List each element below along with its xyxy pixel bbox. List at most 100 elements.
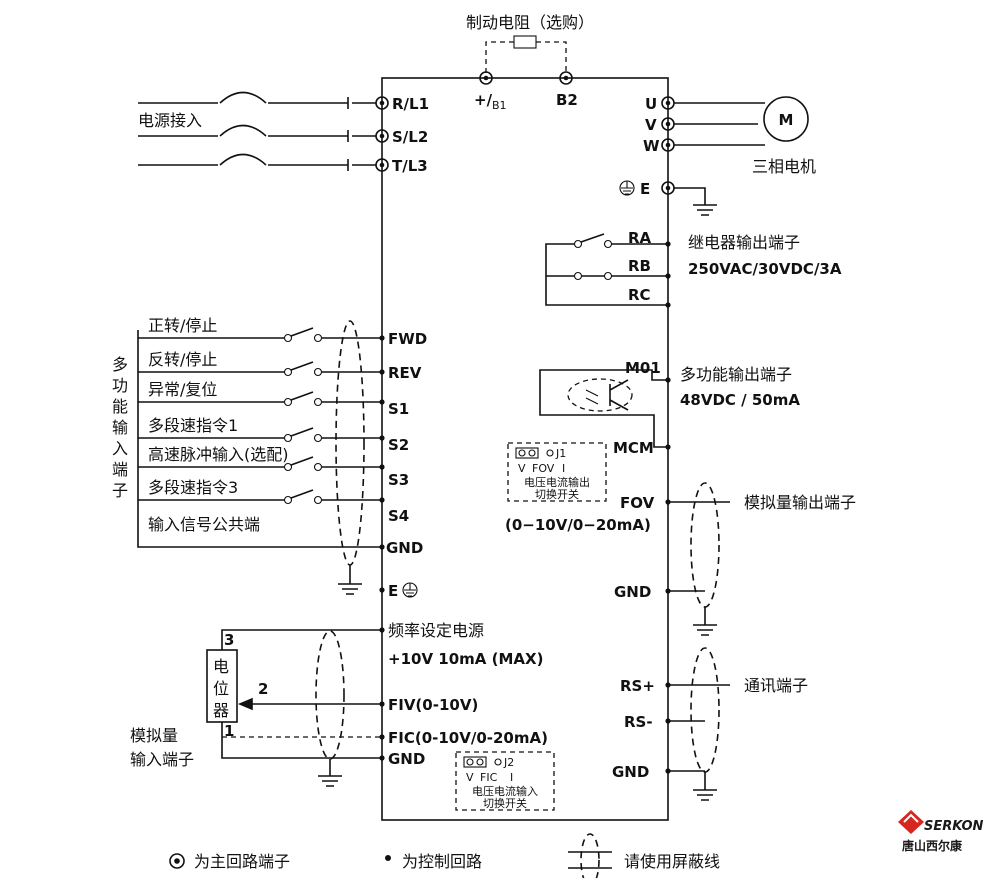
power-input-label: 电源接入 bbox=[138, 111, 202, 130]
j1-i: I bbox=[562, 462, 565, 475]
legend-ctrl: 为控制回路 bbox=[402, 852, 482, 871]
terminal-gnd-analog: GND bbox=[388, 750, 425, 768]
comm-gnd: GND bbox=[612, 763, 649, 781]
motor-icon bbox=[763, 96, 809, 142]
serkon-logo-mark bbox=[898, 810, 924, 834]
terminal-rs-plus: RS+ bbox=[620, 677, 655, 695]
j1-fov: FOV bbox=[532, 462, 555, 475]
digital-inputs: 多 功 能 输 入 端 子 正转/停止 反转/停止 异常/复位 多段速指令1 高… bbox=[112, 316, 427, 600]
input-label-fwd: 正转/停止 bbox=[148, 316, 217, 335]
terminal-s3: S3 bbox=[388, 471, 409, 489]
serkon-logo: SERKON 唐山西尔康 bbox=[898, 810, 984, 853]
j1-v: V bbox=[518, 462, 526, 475]
j1-line1: 电压电流输出 bbox=[524, 475, 590, 489]
terminal-m01: M01 bbox=[625, 359, 661, 377]
terminal-fic: FIC(0-10V/0-20mA) bbox=[388, 729, 548, 747]
j2-switch: J2 V FIC I 电压电流输入 切换开关 bbox=[455, 751, 555, 811]
analog-supply-label: 频率设定电源 bbox=[388, 621, 484, 640]
input-group-label-2: 功 bbox=[112, 376, 128, 395]
terminal-mcm: MCM bbox=[613, 439, 654, 457]
j1-name: J1 bbox=[555, 447, 566, 460]
input-label-s3: 高速脉冲输入(选配) bbox=[148, 445, 289, 464]
logo-cn: 唐山西尔康 bbox=[902, 838, 963, 853]
j1-line2: 切换开关 bbox=[535, 487, 579, 501]
motor-symbol: M bbox=[779, 111, 794, 129]
j1-switch: J1 V FOV I 电压电流输出 切换开关 bbox=[507, 442, 607, 502]
legend-main: 为主回路端子 bbox=[194, 852, 290, 871]
motor-label: 三相电机 bbox=[752, 157, 816, 176]
logo-brand: SERKON bbox=[924, 819, 984, 834]
analog-supply-spec: +10V 10mA (MAX) bbox=[388, 650, 543, 668]
terminal-w: W bbox=[643, 137, 660, 155]
terminal-sl2: S/L2 bbox=[392, 128, 428, 146]
input-label-s1: 异常/复位 bbox=[148, 380, 217, 399]
pot-char-2: 位 bbox=[213, 679, 229, 698]
analog-in-label-2: 输入端子 bbox=[130, 750, 194, 769]
pot-char-3: 器 bbox=[213, 701, 229, 720]
terminal-e-input: E bbox=[388, 582, 398, 600]
terminal-ra: RA bbox=[628, 229, 652, 247]
terminal-rb: RB bbox=[628, 257, 651, 275]
legend-shield: 请使用屏蔽线 bbox=[624, 852, 720, 871]
terminal-rs-minus: RS- bbox=[624, 713, 653, 731]
terminal-tl3: T/L3 bbox=[392, 157, 428, 175]
terminal-b2: B2 bbox=[556, 91, 578, 109]
relay-rating: 250VAC/30VDC/3A bbox=[688, 260, 842, 278]
terminal-rc: RC bbox=[628, 286, 651, 304]
j2-name: J2 bbox=[503, 756, 514, 769]
terminal-gnd-input: GND bbox=[386, 539, 423, 557]
j2-fic: FIC bbox=[480, 771, 498, 784]
terminal-e-main: E bbox=[640, 180, 650, 198]
pot-pin-2: 2 bbox=[258, 680, 268, 698]
brake-resistor-label: 制动电阻（选购） bbox=[466, 13, 594, 32]
terminal-s4: S4 bbox=[388, 507, 409, 525]
j2-line2: 切换开关 bbox=[483, 796, 527, 810]
input-label-s4: 多段速指令3 bbox=[148, 478, 238, 497]
relay-output: RA RB RC 继电器输出端子 250VAC/30VDC/3A bbox=[545, 229, 842, 308]
analog-inputs: 频率设定电源 +10V 10mA (MAX) FIV(0-10V) FIC(0-… bbox=[130, 621, 548, 787]
aout-label: 模拟量输出端子 bbox=[744, 493, 856, 512]
relay-label: 继电器输出端子 bbox=[688, 233, 800, 252]
analog-output: FOV (0−10V/0−20mA) 模拟量输出端子 GND bbox=[505, 482, 856, 636]
ground-terminal-main: E bbox=[619, 180, 717, 216]
fov-range: (0−10V/0−20mA) bbox=[505, 516, 651, 534]
mo-label: 多功能输出端子 bbox=[680, 365, 792, 384]
terminal-b1-sub: B1 bbox=[492, 99, 507, 112]
power-input: 电源接入 R/L1 S/L2 T/L3 bbox=[138, 91, 429, 175]
control-terminal-icon bbox=[385, 855, 391, 861]
input-group-label-3: 能 bbox=[112, 397, 128, 416]
input-group-label-5: 入 bbox=[112, 439, 128, 458]
terminal-fwd: FWD bbox=[388, 330, 427, 348]
input-label-rev: 反转/停止 bbox=[148, 350, 217, 369]
input-group-label-4: 输 bbox=[112, 418, 128, 437]
resistor-icon bbox=[513, 35, 537, 49]
legend: 为主回路端子 为控制回路 请使用屏蔽线 bbox=[169, 833, 720, 878]
terminal-rl1: R/L1 bbox=[392, 95, 429, 113]
terminal-s1: S1 bbox=[388, 400, 409, 418]
j2-i: I bbox=[510, 771, 513, 784]
terminal-fov: FOV bbox=[620, 494, 655, 512]
shield-cable-icon bbox=[580, 833, 600, 878]
terminal-u: U bbox=[645, 95, 657, 113]
terminal-s2: S2 bbox=[388, 436, 409, 454]
brake-resistor: 制动电阻（选购） +/ B1 B2 bbox=[466, 13, 594, 112]
input-label-common: 输入信号公共端 bbox=[148, 515, 260, 534]
j2-line1: 电压电流输入 bbox=[472, 784, 538, 798]
input-group-label-7: 子 bbox=[112, 481, 128, 500]
input-label-s2: 多段速指令1 bbox=[148, 416, 238, 435]
main-terminal-icon bbox=[169, 853, 185, 869]
input-group-label-6: 端 bbox=[112, 460, 128, 479]
j2-v: V bbox=[466, 771, 474, 784]
terminal-b1: +/ bbox=[474, 91, 493, 109]
pot-pin-3: 3 bbox=[224, 631, 234, 649]
motor-output: U V W M 三相电机 bbox=[643, 95, 816, 176]
aout-gnd: GND bbox=[614, 583, 651, 601]
comm-port: RS+ RS- GND 通讯端子 bbox=[612, 647, 808, 801]
comm-label: 通讯端子 bbox=[744, 676, 808, 695]
input-group-label-1: 多 bbox=[112, 355, 128, 374]
pot-pin-1: 1 bbox=[224, 722, 234, 740]
pot-char-1: 电 bbox=[213, 657, 229, 676]
mo-output: M01 MCM 多功能输出端子 48VDC / 50mA bbox=[539, 359, 800, 457]
analog-in-label-1: 模拟量 bbox=[130, 726, 178, 745]
